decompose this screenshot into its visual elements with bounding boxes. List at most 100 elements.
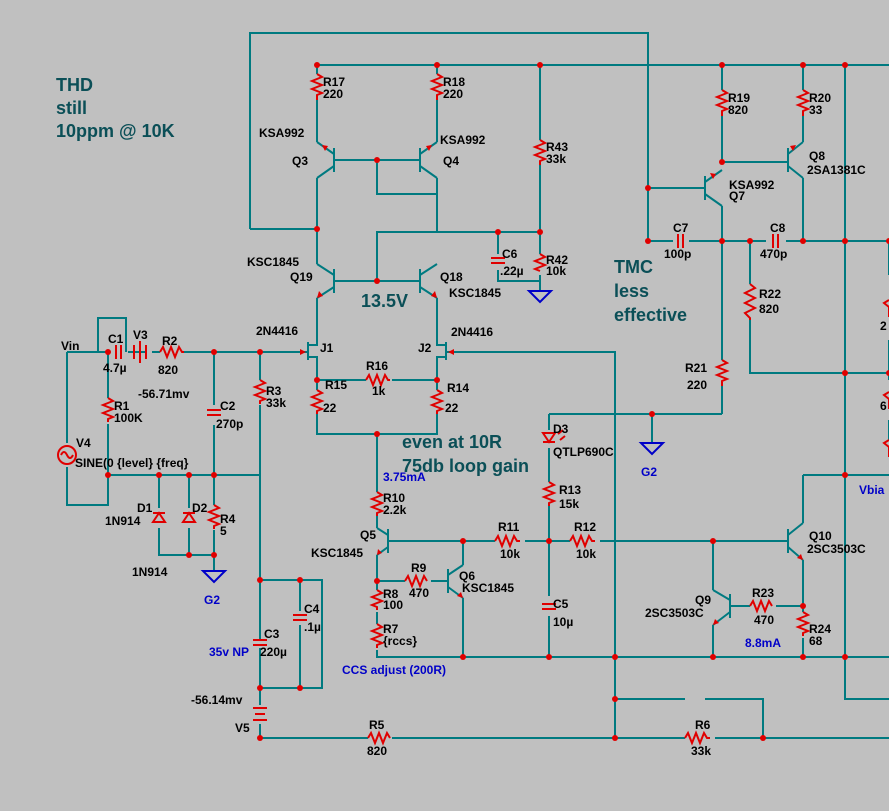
q19-value: KSC1845 bbox=[247, 255, 299, 269]
c8-name: C8 bbox=[770, 221, 786, 235]
tmc-comment-line3: effective bbox=[614, 305, 687, 325]
r8-name: R8 bbox=[383, 587, 399, 601]
q18-name: Q18 bbox=[440, 270, 463, 284]
q6-name: Q6 bbox=[459, 569, 475, 583]
junctions bbox=[105, 62, 889, 741]
r6-name: R6 bbox=[695, 718, 711, 732]
r3-value: 33k bbox=[266, 396, 286, 410]
r7-name: R7 bbox=[383, 622, 399, 636]
r15-name: R15 bbox=[325, 378, 347, 392]
r14-value: 22 bbox=[445, 401, 459, 415]
r4-name: R4 bbox=[220, 512, 236, 526]
q9-name: Q9 bbox=[695, 593, 711, 607]
c7-name: C7 bbox=[673, 221, 689, 235]
net-label-g2-right: G2 bbox=[641, 465, 657, 479]
c6-name: C6 bbox=[502, 247, 518, 261]
r16-name: R16 bbox=[366, 359, 388, 373]
r9-name: R9 bbox=[411, 561, 427, 575]
r1-name: R1 bbox=[114, 399, 130, 413]
r17-value: 220 bbox=[323, 87, 343, 101]
r16-value: 1k bbox=[372, 384, 386, 398]
diode-symbols bbox=[151, 429, 566, 523]
capacitor-symbols bbox=[115, 234, 779, 646]
r8-value: 100 bbox=[383, 598, 403, 612]
r22-name: R22 bbox=[759, 287, 781, 301]
r14-name: R14 bbox=[447, 381, 469, 395]
r20-name: R20 bbox=[809, 91, 831, 105]
r23-name: R23 bbox=[752, 586, 774, 600]
voltage-comment: 13.5V bbox=[361, 291, 408, 311]
c1-value: 4.7µ bbox=[103, 361, 127, 375]
r7-value: {rccs} bbox=[383, 634, 417, 648]
r11-name: R11 bbox=[498, 520, 520, 534]
r17-name: R17 bbox=[323, 75, 345, 89]
r19-name: R19 bbox=[728, 91, 750, 105]
r2-name: R2 bbox=[162, 334, 178, 348]
resistor-symbols-horizontal bbox=[159, 344, 773, 746]
net-label-vin: Vin bbox=[61, 339, 79, 353]
r24-value: 68 bbox=[809, 634, 823, 648]
d2-value: 1N914 bbox=[132, 565, 168, 579]
c2-value: 270p bbox=[216, 417, 243, 431]
r10-value: 2.2k bbox=[383, 503, 407, 517]
r18-name: R18 bbox=[443, 75, 465, 89]
q10-name: Q10 bbox=[809, 529, 832, 543]
r42-value: 10k bbox=[546, 264, 566, 278]
r21-name: R21 bbox=[685, 361, 707, 375]
current-annotation-1: 3.75mA bbox=[383, 470, 426, 484]
resistor-symbols bbox=[100, 73, 889, 648]
q8-name: Q8 bbox=[809, 149, 825, 163]
right-edge-value-1: 2 bbox=[880, 319, 887, 333]
tmc-comment-line2: less bbox=[614, 281, 649, 301]
q6-value: KSC1845 bbox=[462, 581, 514, 595]
right-edge-value-2: 6 bbox=[880, 399, 887, 413]
c3-value: 220µ bbox=[260, 645, 287, 659]
c1-name: C1 bbox=[108, 332, 124, 346]
r4-value: 5 bbox=[220, 524, 227, 538]
tmc-comment-line1: TMC bbox=[614, 257, 653, 277]
loop-comment-line2: 75db loop gain bbox=[402, 456, 529, 476]
thd-comment-line2: still bbox=[56, 98, 87, 118]
v3-name: V3 bbox=[133, 328, 148, 342]
voltage-annotation-2: -56.14mv bbox=[191, 693, 243, 707]
q4-name: Q4 bbox=[443, 154, 459, 168]
d1-value: 1N914 bbox=[105, 514, 141, 528]
r43-value: 33k bbox=[546, 152, 566, 166]
c6-value: .22µ bbox=[500, 264, 524, 278]
j1-value: 2N4416 bbox=[256, 324, 298, 338]
thd-comment-line1: THD bbox=[56, 75, 93, 95]
q19-name: Q19 bbox=[290, 270, 313, 284]
transistor-symbols bbox=[300, 141, 804, 626]
c4-name: C4 bbox=[304, 602, 320, 616]
r3-name: R3 bbox=[266, 384, 282, 398]
r6-value: 33k bbox=[691, 744, 711, 758]
voltage-annotation-1: -56.71mv bbox=[138, 387, 190, 401]
c5-name: C5 bbox=[553, 597, 569, 611]
c4-value: .1µ bbox=[304, 620, 321, 634]
r12-value: 10k bbox=[576, 547, 596, 561]
j2-value: 2N4416 bbox=[451, 325, 493, 339]
v4-value: SINE(0 {level} {freq} bbox=[75, 456, 189, 470]
c2-name: C2 bbox=[220, 399, 236, 413]
q18-value: KSC1845 bbox=[449, 286, 501, 300]
ground-symbols bbox=[200, 290, 666, 584]
q5-value: KSC1845 bbox=[311, 546, 363, 560]
c5-value: 10µ bbox=[553, 615, 573, 629]
r42-name: R42 bbox=[546, 253, 568, 267]
q3-name: Q3 bbox=[292, 154, 308, 168]
q9-value: 2SC3503C bbox=[645, 606, 704, 620]
r22-value: 820 bbox=[759, 302, 779, 316]
c3-name: C3 bbox=[264, 627, 280, 641]
d1-name: D1 bbox=[137, 501, 153, 515]
r20-value: 33 bbox=[809, 103, 823, 117]
q7-value: KSA992 bbox=[729, 178, 775, 192]
v5-name: V5 bbox=[235, 721, 250, 735]
q5-name: Q5 bbox=[360, 528, 376, 542]
q8-value: 2SA1381C bbox=[807, 163, 866, 177]
thd-comment-line3: 10ppm @ 10K bbox=[56, 121, 175, 141]
j2-name: J2 bbox=[418, 341, 432, 355]
r12-name: R12 bbox=[574, 520, 596, 534]
r10-name: R10 bbox=[383, 491, 405, 505]
r13-name: R13 bbox=[559, 483, 581, 497]
